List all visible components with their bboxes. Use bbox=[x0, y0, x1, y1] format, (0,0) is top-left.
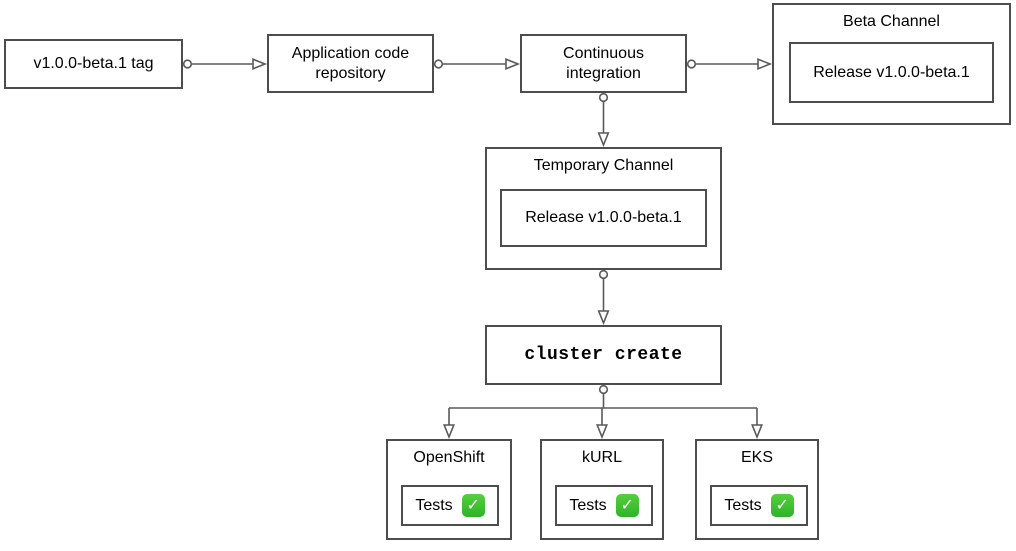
check-icon: ✓ bbox=[461, 494, 485, 517]
connector-temporary-channel-to-cluster-create bbox=[597, 269, 610, 326]
group-openshift-title: OpenShift bbox=[413, 449, 485, 466]
group-eks-title: EKS bbox=[740, 449, 773, 466]
connector-ci-to-temporary-channel bbox=[597, 92, 610, 148]
connector-tag-to-repo bbox=[182, 58, 268, 70]
node-eks-tests-label: Tests bbox=[724, 496, 762, 514]
node-kurl-tests: Tests ✓ bbox=[555, 485, 653, 526]
node-openshift-tests: Tests ✓ bbox=[401, 485, 499, 526]
group-eks: EKS Tests ✓ bbox=[695, 439, 819, 540]
node-continuous-integration: Continuous integration bbox=[520, 34, 687, 93]
group-kurl: kURL Tests ✓ bbox=[540, 439, 664, 540]
group-temporary-channel-title: Temporary Channel bbox=[533, 157, 674, 174]
check-icon: ✓ bbox=[615, 494, 639, 517]
connector-repo-to-ci bbox=[433, 58, 521, 70]
node-cluster-create-label: cluster create bbox=[524, 344, 683, 365]
node-kurl-tests-label: Tests bbox=[569, 496, 607, 514]
check-icon: ✓ bbox=[770, 494, 794, 517]
group-beta-channel: Beta Channel Release v1.0.0-beta.1 bbox=[772, 3, 1011, 125]
group-kurl-title: kURL bbox=[581, 449, 622, 466]
node-version-tag-label: v1.0.0-beta.1 tag bbox=[33, 55, 154, 72]
connector-cluster-create-to-test-clusters bbox=[443, 384, 763, 440]
node-version-tag: v1.0.0-beta.1 tag bbox=[4, 39, 183, 89]
node-temporary-release: Release v1.0.0-beta.1 bbox=[500, 189, 707, 247]
node-continuous-integration-label: Continuous integration bbox=[563, 44, 644, 82]
group-beta-channel-title: Beta Channel bbox=[843, 13, 940, 30]
node-openshift-tests-label: Tests bbox=[415, 496, 453, 514]
group-temporary-channel: Temporary Channel Release v1.0.0-beta.1 bbox=[485, 147, 722, 270]
node-beta-release: Release v1.0.0-beta.1 bbox=[789, 42, 994, 103]
node-cluster-create: cluster create bbox=[485, 325, 722, 385]
node-temporary-release-label: Release v1.0.0-beta.1 bbox=[525, 209, 682, 226]
node-application-code-repository: Application code repository bbox=[267, 34, 434, 93]
node-application-code-repository-label: Application code repository bbox=[291, 44, 410, 82]
connector-ci-to-beta-channel bbox=[686, 58, 773, 70]
node-beta-release-label: Release v1.0.0-beta.1 bbox=[813, 63, 970, 81]
group-openshift: OpenShift Tests ✓ bbox=[386, 439, 512, 540]
node-eks-tests: Tests ✓ bbox=[710, 485, 808, 526]
